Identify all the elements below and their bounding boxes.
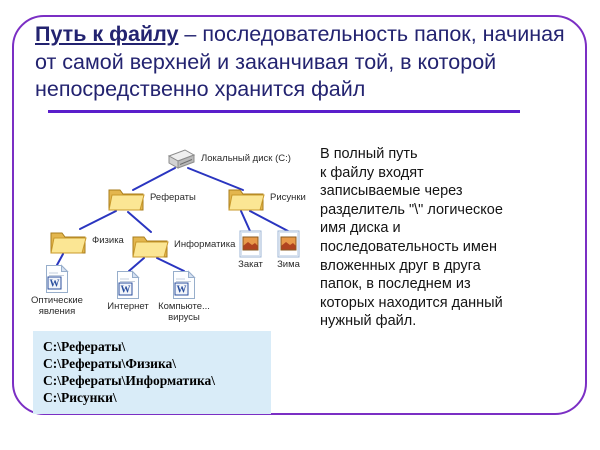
- tree-node-label: Физика: [92, 234, 124, 246]
- path-line: C:\Рефераты\: [43, 339, 126, 354]
- tree-node-label: Информатика: [174, 238, 236, 250]
- svg-text:W: W: [177, 285, 187, 296]
- image-file-icon: [239, 230, 262, 263]
- svg-text:W: W: [50, 279, 60, 290]
- tree-node-label: Оптические явления: [31, 295, 83, 317]
- path-line: C:\Рефераты\Физика\: [43, 356, 177, 371]
- tree-node-zima: Зима: [277, 230, 300, 270]
- tree-node-internet: W Интернет: [107, 270, 149, 312]
- word-doc-icon: W: [116, 270, 140, 305]
- tree-node-risunki: Рисунки: [227, 183, 306, 213]
- tree-node-label: Локальный диск (C:): [201, 152, 291, 164]
- tree-node-label: Интернет: [107, 301, 149, 312]
- path-line: C:\Рисунки\: [43, 390, 117, 405]
- image-file-icon: [277, 230, 300, 263]
- tree-node-referaty: Рефераты: [107, 183, 196, 213]
- slide-title: Путь к файлу – последовательность папок,…: [35, 21, 569, 104]
- svg-text:W: W: [121, 285, 131, 296]
- tree-node-local-disk: Локальный диск (C:): [166, 147, 291, 171]
- tree-node-kompyuternye-virusy: W Компьюте... вирусы: [158, 270, 210, 322]
- folder-icon: [107, 183, 145, 218]
- word-doc-icon: W: [172, 270, 196, 305]
- folder-icon: [49, 226, 87, 261]
- path-line: C:\Рефераты\Информатика\: [43, 373, 216, 388]
- full-path-description: В полный путь к файлу входят записываемы…: [320, 146, 503, 330]
- title-underline-rule: [48, 110, 520, 113]
- tree-node-opticheskie-yavleniya: W Оптические явления: [31, 264, 83, 316]
- word-doc-icon: W: [45, 264, 69, 299]
- tree-node-informatika: Информатика: [131, 230, 235, 260]
- tree-node-label: Рисунки: [270, 191, 306, 203]
- tree-node-label: Рефераты: [150, 191, 196, 203]
- tree-node-zakat: Закат: [238, 230, 263, 270]
- disk-icon: [166, 147, 196, 176]
- tree-node-label: Компьюте... вирусы: [158, 301, 210, 323]
- slide-rounded-border: [12, 15, 587, 415]
- folder-icon: [131, 230, 169, 265]
- title-term: Путь к файлу: [35, 22, 179, 46]
- folder-icon: [227, 183, 265, 218]
- title-definition: – последовательность папок, начиная от с…: [35, 22, 565, 101]
- tree-node-label: Закат: [238, 259, 263, 270]
- tree-node-fizika: Физика: [49, 226, 124, 256]
- tree-node-label: Зима: [277, 259, 300, 270]
- example-paths-box: C:\Рефераты\ C:\Рефераты\Физика\ C:\Рефе…: [33, 331, 271, 414]
